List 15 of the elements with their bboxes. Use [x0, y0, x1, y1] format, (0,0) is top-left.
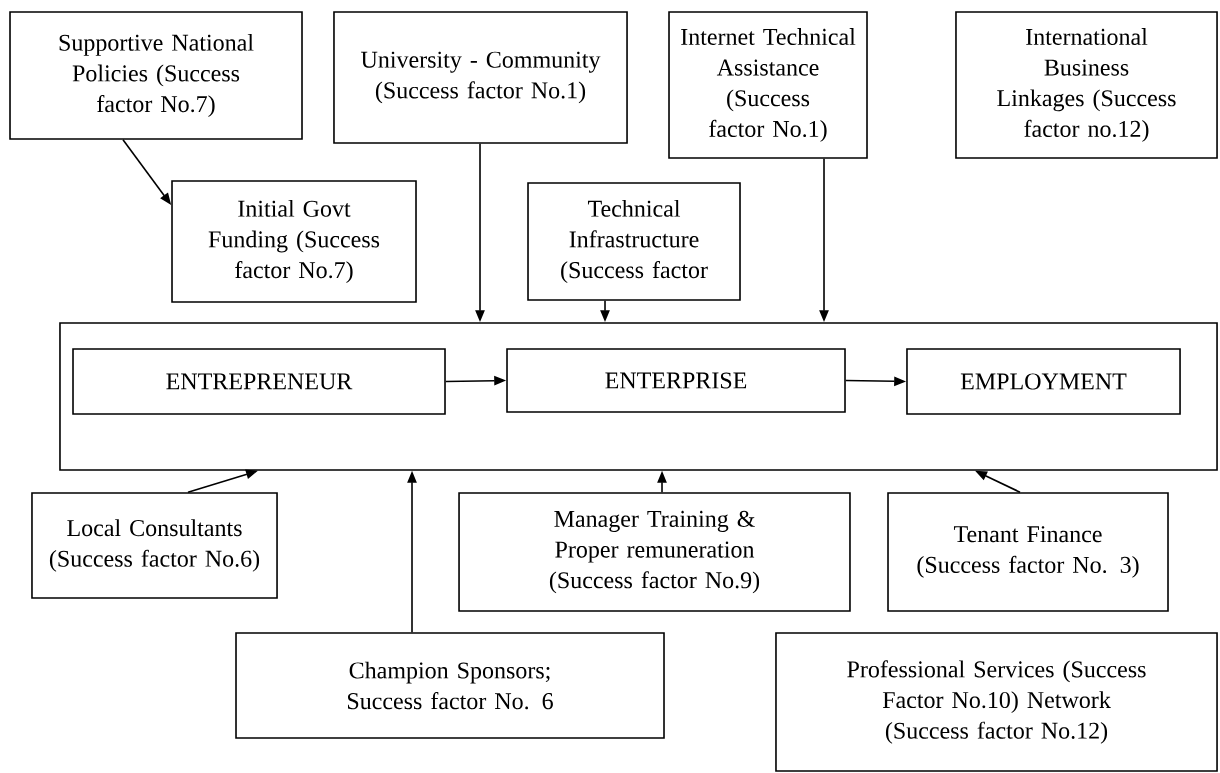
- factor-box: Supportive National Policies (Success factor No.7): [9, 11, 303, 140]
- factor-box: International Business Linkages (Success factor no.12): [955, 11, 1218, 159]
- factor-box: Manager Training & Proper remuneration (Success factor No.9): [458, 492, 851, 612]
- frame-box: [59, 322, 1218, 471]
- factor-box: Champion Sponsors; Success factor No. 6: [235, 632, 665, 739]
- stage-box: ENTERPRISE: [506, 348, 846, 413]
- factor-box: Tenant Finance (Success factor No. 3): [887, 492, 1169, 612]
- stage-box: ENTREPRENEUR: [72, 348, 446, 415]
- factor-box: Initial Govt Funding (Success factor No.7): [171, 180, 417, 303]
- factor-box: University - Community (Success factor No.1): [333, 11, 628, 144]
- factor-box: Local Consultants (Success factor No.6): [31, 492, 278, 599]
- factor-box: Technical Infrastructure (Success factor: [527, 182, 741, 301]
- factor-box: Professional Services (Success Factor No.10) Network (Success factor No.12): [775, 632, 1218, 772]
- factor-box: Internet Technical Assistance (Success factor No.1): [668, 11, 868, 159]
- stage-box: EMPLOYMENT: [906, 348, 1181, 415]
